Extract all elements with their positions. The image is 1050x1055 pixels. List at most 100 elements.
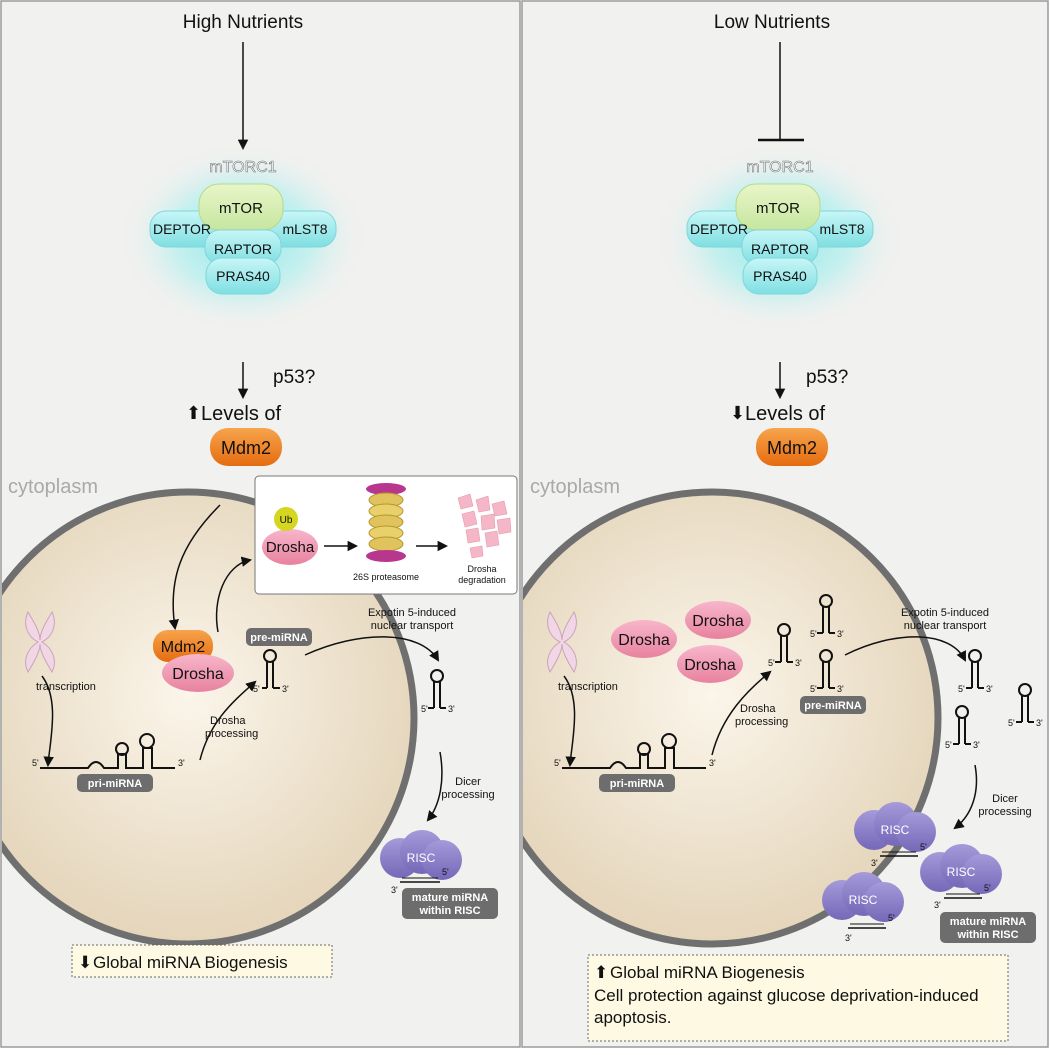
left-dicer-2: processing	[441, 789, 494, 801]
left-transcription-label: transcription	[36, 681, 96, 693]
right-drosha-1	[611, 620, 677, 658]
right-result: Global miRNA Biogenesis	[610, 963, 805, 982]
svg-text:degradation: degradation	[458, 575, 506, 585]
right-raptor: RAPTOR	[751, 241, 809, 257]
left-nucleus	[2, 488, 418, 948]
left-pre-label-box	[246, 628, 312, 646]
svg-text:5': 5'	[442, 867, 449, 877]
svg-text:5': 5'	[810, 684, 817, 694]
right-pras40: PRAS40	[753, 268, 807, 284]
svg-text:Drosha: Drosha	[618, 632, 670, 649]
svg-text:RISC: RISC	[407, 851, 436, 865]
left-nuclear-drosha	[162, 654, 234, 692]
svg-text:Drosha: Drosha	[684, 657, 736, 674]
svg-text:3': 3'	[934, 900, 941, 910]
right-pri-label-box	[599, 774, 675, 792]
right-p53: p53?	[806, 367, 848, 388]
right-result-2b: apoptosis.	[594, 1008, 672, 1027]
left-mlst8: mLST8	[282, 221, 327, 237]
right-pre-label: pre-miRNA	[804, 700, 862, 712]
ubiquitin-icon	[274, 507, 298, 531]
right-dicer-1: Dicer	[992, 793, 1018, 805]
left-result-box	[71, 944, 333, 978]
right-title: Low Nutrients	[714, 12, 830, 33]
svg-text:3': 3'	[448, 704, 455, 714]
svg-text:RISC: RISC	[881, 823, 910, 837]
right-expotin-1: Expotin 5-induced	[901, 607, 989, 619]
right-dicer-arrow	[953, 764, 978, 830]
right-pre-mirna-3	[817, 649, 835, 689]
proteasome-icon	[366, 483, 406, 562]
right-drosha-proc-2: processing	[735, 716, 788, 728]
svg-text:3': 3'	[986, 684, 993, 694]
left-raptor: RAPTOR	[214, 241, 272, 257]
right-drosha-proc-1: Drosha	[740, 703, 776, 715]
right-result-box	[587, 954, 1009, 1042]
right-export-arrow	[844, 636, 966, 662]
left-dicer-1: Dicer	[455, 776, 481, 788]
left-degradation-inset: Drosha Ub 26S proteasome	[254, 475, 518, 595]
left-mdm2	[210, 428, 282, 466]
svg-text:Drosha: Drosha	[692, 613, 744, 630]
right-risc-1: RISC	[854, 802, 936, 857]
right-pri-label: pri-miRNA	[610, 778, 664, 790]
left-p53: p53?	[273, 367, 315, 388]
right-cyto-pre-mirna-3	[953, 705, 971, 745]
left-title: High Nutrients	[183, 12, 303, 33]
left-result: Global miRNA Biogenesis	[93, 953, 288, 972]
left-deptor: DEPTOR	[153, 221, 211, 237]
svg-text:5': 5'	[888, 913, 895, 923]
degradation-fragments-icon	[457, 493, 512, 559]
right-dicer-2: processing	[978, 806, 1031, 818]
right-complex-label: mTORC1	[746, 159, 813, 176]
right-drosha-2	[685, 601, 751, 639]
left-cytoplasm-label: cytoplasm	[8, 476, 98, 498]
right-column: Low Nutrients mTORC1 mTOR DEPTOR RAPTOR …	[523, 12, 1043, 1042]
svg-text:3': 3'	[837, 684, 844, 694]
right-mtorc1-complex: mTORC1 mTOR DEPTOR RAPTOR mLST8 PRAS40	[655, 143, 905, 333]
left-pre-mirna	[262, 649, 280, 689]
right-pre-mirna-2	[817, 594, 835, 634]
right-mlst8: mLST8	[819, 221, 864, 237]
svg-text:3': 3'	[282, 684, 289, 694]
right-pre-mirna-1	[775, 623, 793, 663]
svg-text:3': 3'	[973, 740, 980, 750]
svg-text:Drosha: Drosha	[266, 539, 315, 556]
svg-text:RISC: RISC	[947, 865, 976, 879]
left-drosha-proc-2: processing	[205, 728, 258, 740]
right-mdm2-label: Mdm2	[767, 438, 817, 458]
right-mature-1: mature miRNA	[950, 916, 1026, 928]
left-pras40: PRAS40	[216, 268, 270, 284]
right-levels-down-arrow: ⬇	[730, 403, 745, 423]
left-mtor: mTOR	[219, 200, 263, 217]
right-drosha-processing-arrow	[711, 670, 772, 756]
left-mature-label-box	[402, 888, 498, 919]
svg-text:5': 5'	[810, 629, 817, 639]
left-dicer-arrow	[426, 751, 443, 822]
right-drosha-3	[677, 645, 743, 683]
right-transcription-label: transcription	[558, 681, 618, 693]
svg-text:3': 3'	[178, 758, 185, 768]
right-expotin-2: nuclear transport	[904, 620, 987, 632]
right-pre-label-box	[800, 696, 866, 714]
left-mdm2-label: Mdm2	[221, 438, 271, 458]
right-transcription-arrow	[563, 675, 576, 768]
left-column: High Nutrients mTORC1 mTOR DEPTOR RAPTOR…	[2, 12, 518, 978]
inset-drosha	[262, 529, 318, 565]
left-mature-2: within RISC	[418, 905, 480, 917]
right-risc-3: RISC	[822, 872, 904, 929]
svg-text:5': 5'	[768, 658, 775, 668]
right-levels: Levels of	[745, 403, 825, 425]
left-mdm2-import-arrow	[168, 504, 221, 631]
left-drosha-processing-arrow	[199, 680, 257, 761]
left-mtorc1-complex: mTORC1 mTOR DEPTOR RAPTOR mLST8 PRAS40	[118, 143, 368, 333]
svg-text:5': 5'	[984, 883, 991, 893]
svg-text:Drosha: Drosha	[172, 666, 224, 683]
left-expotin-2: nuclear transport	[371, 620, 454, 632]
left-chromosome-icon	[25, 610, 55, 674]
left-mature-1: mature miRNA	[412, 892, 488, 904]
left-export-arrow	[304, 636, 440, 662]
left-pri-label-box	[77, 774, 153, 792]
